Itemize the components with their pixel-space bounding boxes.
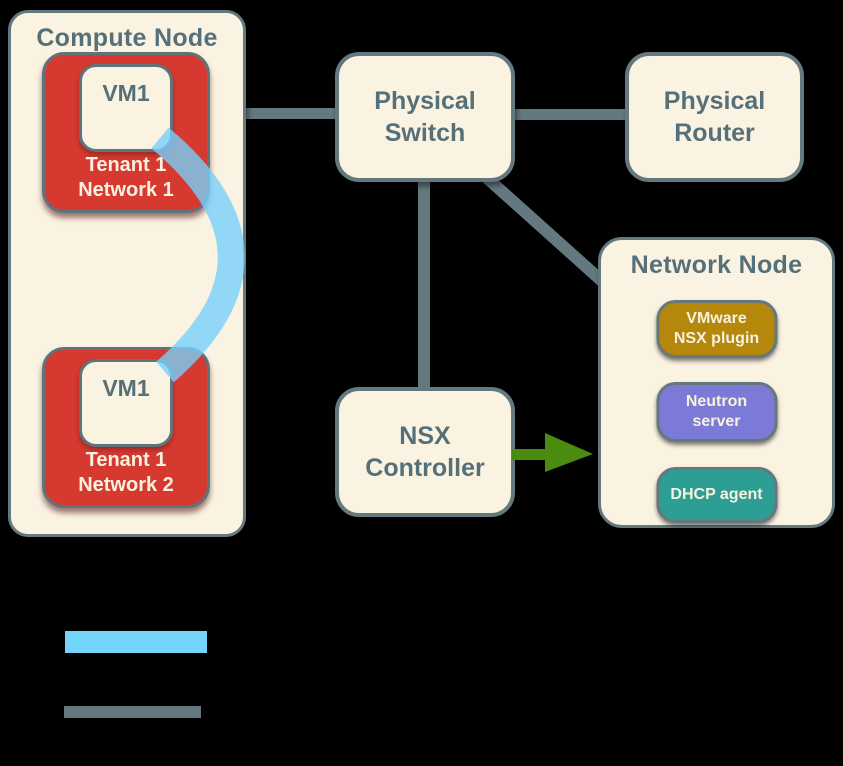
neutron-server: Neutron server xyxy=(656,382,777,442)
vmware-nsx-plugin-line2: NSX plugin xyxy=(673,330,760,347)
compute-node-title: Compute Node xyxy=(36,24,218,52)
vm1-network2-label: VM1 xyxy=(102,375,150,401)
neutron-server-line2: server xyxy=(692,413,741,430)
nsx-controller-label: NSX Controller xyxy=(339,391,511,513)
link-switch-to-network-node xyxy=(482,173,608,287)
vm1-network1: VM1 xyxy=(79,64,173,152)
network-node: Network Node VMware NSX plugin Neutron s… xyxy=(598,237,835,528)
legend-physical-link-swatch xyxy=(64,706,201,718)
dhcp-agent-line1: DHCP agent xyxy=(670,486,763,503)
network-node-title: Network Node xyxy=(630,251,803,279)
physical-switch-label: Physical Switch xyxy=(339,56,511,178)
physical-switch-line1: Physical xyxy=(374,87,476,115)
physical-switch: Physical Switch xyxy=(335,52,515,182)
vmware-nsx-plugin-line1: VMware xyxy=(686,310,747,327)
nsx-controller-line1: NSX xyxy=(399,422,451,450)
tenant1-network1-label: Tenant 1 Network 1 xyxy=(45,153,207,203)
tenant1-network1: VM1 Tenant 1 Network 1 xyxy=(42,52,210,213)
legend-tunnel-swatch xyxy=(65,631,207,653)
tenant1-network1-line1: Tenant 1 xyxy=(85,154,167,176)
dhcp-agent: DHCP agent xyxy=(656,467,777,523)
physical-switch-line2: Switch xyxy=(384,119,466,147)
tenant1-network1-line2: Network 1 xyxy=(78,179,174,201)
neutron-server-line1: Neutron xyxy=(685,393,748,410)
vm1-network1-label: VM1 xyxy=(102,80,150,106)
tenant1-network2-label: Tenant 1 Network 2 xyxy=(45,448,207,498)
physical-router-line2: Router xyxy=(674,119,755,147)
link-compute-to-switch xyxy=(243,108,338,119)
physical-router-line1: Physical xyxy=(663,87,766,115)
nsx-controller: NSX Controller xyxy=(335,387,515,517)
nsx-controller-line2: Controller xyxy=(365,454,485,482)
physical-router-label: Physical Router xyxy=(629,56,800,178)
nsx-controller-to-network-node-arrow xyxy=(512,433,593,472)
tenant1-network2-line1: Tenant 1 xyxy=(85,449,167,471)
link-switch-to-nsx-controller xyxy=(418,180,430,390)
vm1-network2: VM1 xyxy=(79,359,173,447)
link-switch-to-router xyxy=(512,109,628,120)
tenant1-network2: VM1 Tenant 1 Network 2 xyxy=(42,347,210,508)
tenant1-network2-line2: Network 2 xyxy=(78,474,174,496)
vmware-nsx-plugin: VMware NSX plugin xyxy=(656,300,777,358)
compute-node: Compute Node VM1 Tenant 1 Network 1 VM1 … xyxy=(8,10,246,537)
physical-router: Physical Router xyxy=(625,52,804,182)
